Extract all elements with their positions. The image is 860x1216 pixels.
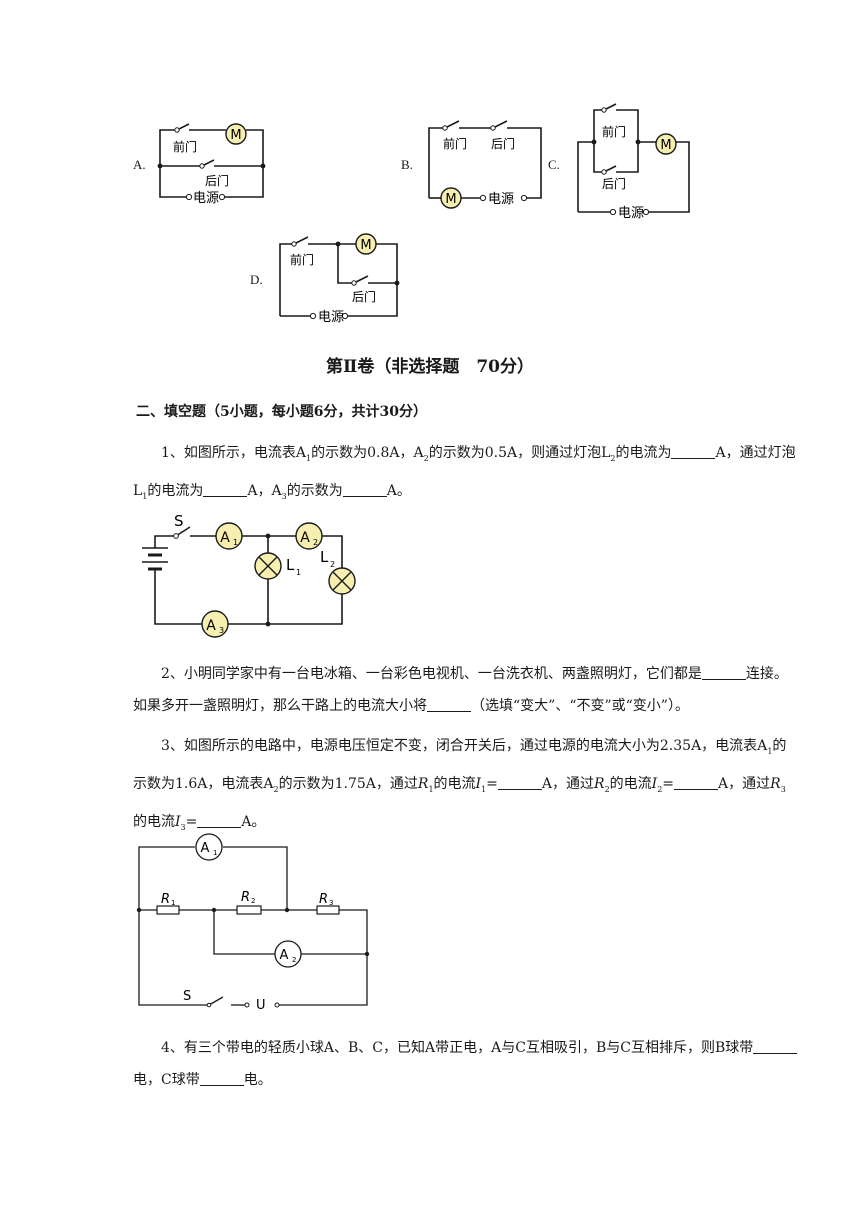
question-3-circuit: A 1 A 2 R 1 R 2 R 3 S U (136, 833, 370, 1013)
svg-text:1: 1 (171, 899, 175, 907)
svg-text:M: M (360, 238, 371, 253)
svg-text:S: S (174, 512, 184, 530)
question-2: 2、小明同学家中有一台电冰箱、一台彩色电视机、一台洗衣机、两盏照明灯，它们都是连… (133, 665, 788, 714)
svg-text:前门: 前门 (443, 136, 467, 151)
svg-text:后门: 后门 (205, 173, 229, 188)
svg-text:A: A (300, 530, 310, 546)
svg-text:1: 1 (233, 538, 238, 547)
question-3: 3、如图所示的电路中，电源电压恒定不变，闭合开关后，通过电源的电流大小为2.35… (133, 738, 787, 832)
motor-icon (440, 187, 462, 209)
question-1-circuit: S A 1 A 2 L 1 L 2 A 3 (142, 512, 356, 638)
option-d-circuit: M 前门 后门 电源 (279, 233, 400, 325)
ammeter-icon (274, 940, 302, 968)
svg-text:L: L (320, 548, 329, 566)
option-b-label: B. (401, 157, 413, 172)
ammeter-icon (215, 522, 243, 550)
svg-text:前门: 前门 (173, 139, 197, 154)
answer-blank (497, 775, 542, 790)
motor-icon (225, 123, 247, 145)
svg-text:A: A (201, 841, 210, 856)
svg-text:A: A (220, 530, 230, 546)
answer-blank (671, 444, 716, 459)
svg-text:电源: 电源 (193, 191, 219, 206)
option-d-label: D. (250, 272, 263, 287)
svg-text:3: 3 (219, 626, 224, 635)
ammeter-icon (195, 833, 223, 861)
motor-icon (655, 133, 677, 155)
svg-text:R: R (319, 892, 328, 907)
answer-blank (674, 775, 719, 790)
svg-text:1: 1 (296, 568, 301, 577)
question-1: 1、如图所示，电流表A1的示数为0.8A，A2的示数为0.5A，则通过灯泡L2的… (133, 444, 796, 501)
section-title: 第Ⅱ卷（非选择题 70分） (326, 357, 534, 377)
option-a-circuit: M 前门 后门 电源 (157, 123, 266, 206)
svg-text:M: M (445, 192, 456, 207)
svg-text:后门: 后门 (602, 176, 626, 191)
svg-text:3: 3 (329, 899, 333, 907)
answer-blank (427, 697, 471, 712)
svg-text:1: 1 (213, 849, 217, 857)
svg-text:M: M (660, 138, 671, 153)
option-b-circuit: 前门 后门 M 电源 (428, 120, 542, 209)
svg-text:R: R (241, 890, 250, 905)
section-subtitle: 二、填空题（5小题，每小题6分，共计30分） (136, 404, 427, 420)
svg-text:2: 2 (313, 538, 318, 547)
option-c-circuit: 前门 后门 M 电源 (577, 103, 690, 221)
ammeter-icon (201, 610, 229, 638)
motor-icon (355, 233, 377, 255)
answer-blank (203, 482, 248, 497)
question-4: 4、有三个带电的轻质小球A、B、C，已知A带正电，A与C互相吸引，B与C互相排斥… (133, 1032, 799, 1096)
svg-text:M: M (230, 128, 241, 143)
svg-text:前门: 前门 (290, 252, 314, 267)
svg-text:2: 2 (251, 897, 255, 905)
svg-text:前门: 前门 (602, 124, 626, 139)
svg-text:电源: 电源 (488, 192, 514, 207)
svg-text:电源: 电源 (318, 310, 344, 325)
svg-text:后门: 后门 (352, 289, 376, 304)
answer-blank (199, 1071, 244, 1086)
svg-text:L: L (286, 556, 295, 574)
svg-text:S: S (183, 989, 191, 1004)
svg-text:2: 2 (292, 956, 296, 964)
option-c-label: C. (548, 157, 560, 172)
svg-text:电源: 电源 (618, 206, 644, 221)
ammeter-icon (295, 522, 323, 550)
answer-blank (197, 813, 242, 828)
svg-text:2: 2 (330, 560, 335, 569)
answer-blank (701, 665, 746, 680)
svg-text:后门: 后门 (491, 136, 515, 151)
svg-text:U: U (256, 998, 266, 1013)
answer-blank (342, 482, 387, 497)
option-a-label: A. (133, 157, 146, 172)
answer-blank (753, 1039, 798, 1054)
svg-text:A: A (206, 618, 216, 634)
svg-text:R: R (161, 892, 170, 907)
svg-text:A: A (280, 948, 289, 963)
